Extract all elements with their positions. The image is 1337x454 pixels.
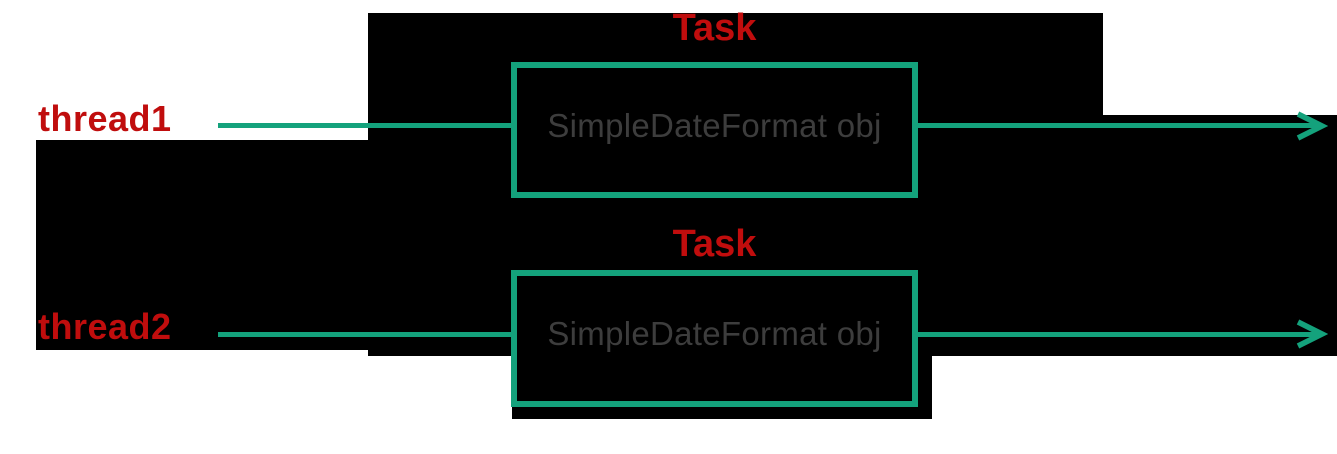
task-label-2: Task xyxy=(672,223,757,265)
simpledateformat-box-1: SimpleDateFormat obj xyxy=(511,62,918,198)
black-background-region-left xyxy=(36,140,368,350)
thread2-label: thread2 xyxy=(38,306,172,347)
simpledateformat-obj-label-1: SimpleDateFormat obj xyxy=(547,106,882,144)
thread2-arrowhead-icon xyxy=(1296,319,1328,349)
thread1-arrow-line-left xyxy=(218,123,511,128)
thread1-label: thread1 xyxy=(38,98,172,139)
task-label-1: Task xyxy=(672,7,757,49)
simpledateformat-obj-label-2: SimpleDateFormat obj xyxy=(547,315,882,352)
thread1-arrow-line-right xyxy=(918,123,1320,128)
simpledateformat-box-2: SimpleDateFormat obj xyxy=(511,270,918,407)
thread2-arrow-line-right xyxy=(918,332,1320,337)
thread1-arrowhead-icon xyxy=(1296,111,1328,141)
thread2-arrow-line-left xyxy=(218,332,511,337)
